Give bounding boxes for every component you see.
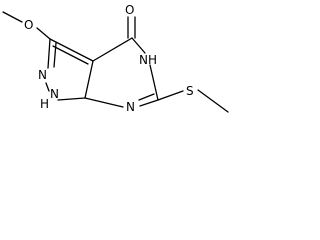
- bond-c3a-c4: [92, 37, 133, 62]
- pyrimidine-nh-nitrogen-label: N: [139, 53, 148, 67]
- bond-n1-c7a: [57, 97, 86, 101]
- bond-s-ch3: [197, 89, 229, 113]
- bond-c6-n7-inner: [138, 93, 155, 101]
- bond-c3-c3a: [49, 38, 94, 62]
- bond-c3a-c7a: [84, 60, 94, 99]
- carbonyl-oxygen-label: O: [125, 3, 134, 17]
- bond-c6-n7: [139, 99, 159, 107]
- pyrazole-nh-hydrogen-label: H: [40, 97, 49, 111]
- bond-c3-c3a-inner: [52, 45, 89, 65]
- molecule-diagram: O O N N H N H N S: [2, 3, 229, 114]
- bond-n5-c6: [149, 64, 159, 101]
- methoxy-oxygen-label: O: [24, 18, 33, 32]
- bond-n7-c7a: [84, 97, 124, 108]
- pyrazole-nitrogen-label: N: [38, 68, 47, 82]
- pyrimidine-nh-hydrogen-label: H: [148, 53, 157, 67]
- thioether-sulfur-label: S: [186, 84, 194, 98]
- bond-c4-n5: [131, 37, 146, 54]
- pyrimidine-nitrogen-label: N: [126, 100, 135, 114]
- structure-canvas: O O N N H N H N S: [0, 0, 234, 139]
- bond-c3-n2: [47, 38, 51, 69]
- bond-c6-s: [157, 90, 184, 101]
- pyrazole-nh-nitrogen-label: N: [50, 87, 59, 101]
- bond-n2-n1: [45, 82, 50, 92]
- bond-o-c3: [36, 27, 51, 40]
- bond-c3-n2-inner: [53, 42, 57, 68]
- bond-ch3-o-methoxy: [2, 11, 23, 23]
